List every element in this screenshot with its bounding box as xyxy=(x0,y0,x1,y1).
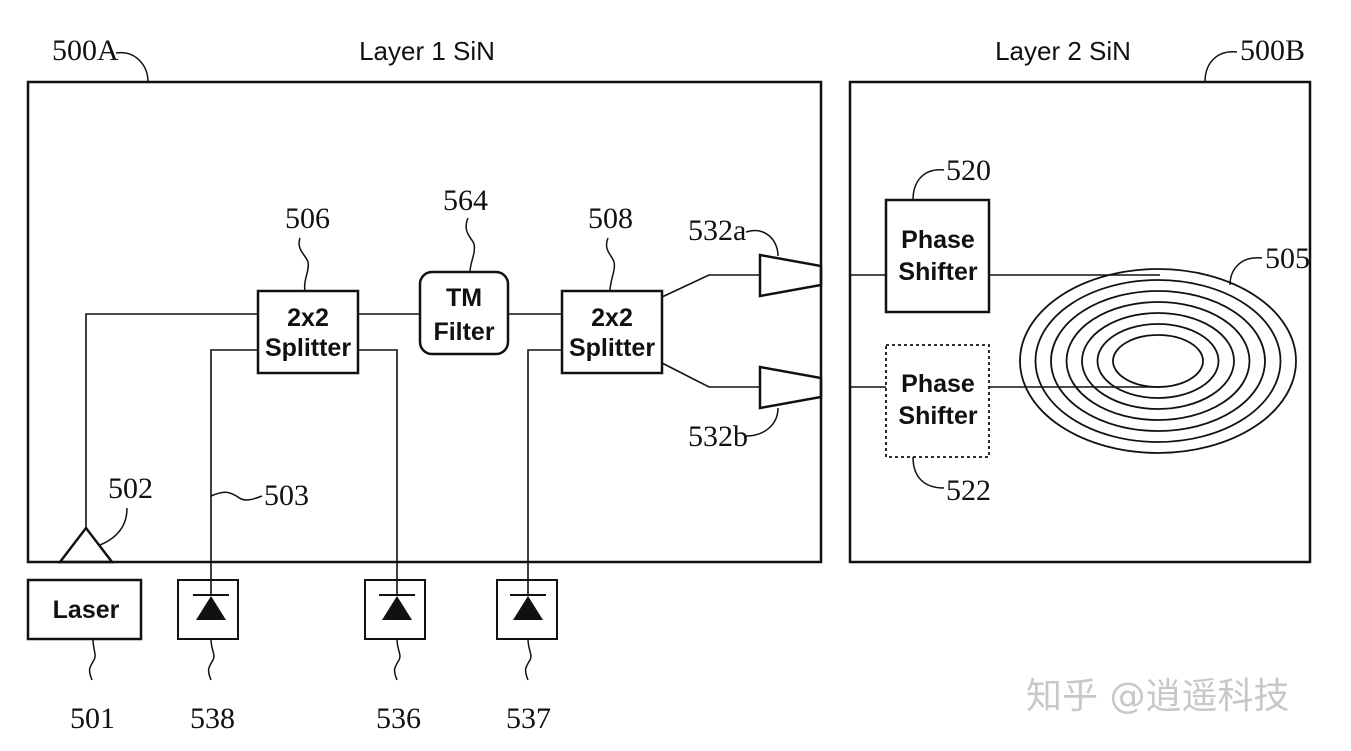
splitter2-leader xyxy=(605,237,616,292)
filter-leader xyxy=(465,217,476,273)
pd536-ref: 536 xyxy=(376,702,421,735)
taper-532a xyxy=(758,253,823,298)
waveguide-to-taper-a xyxy=(661,274,760,298)
coupler-leader xyxy=(99,507,128,546)
coil-turn xyxy=(1096,323,1220,399)
splitter-508: 2x2 Splitter xyxy=(560,289,664,375)
taper-a-ref: 532a xyxy=(688,214,746,247)
splitter1-ref: 506 xyxy=(285,202,330,235)
layer1-ref: 500A xyxy=(52,34,119,67)
laser-ref: 501 xyxy=(70,702,115,735)
coil-turn xyxy=(1112,334,1204,388)
ps2-ref: 522 xyxy=(946,474,991,507)
waveguide-to-537 xyxy=(527,349,562,562)
taper-a-leader xyxy=(745,229,779,257)
coil-turn xyxy=(1050,290,1266,432)
splitter2-label-line2: Splitter xyxy=(569,334,655,362)
tm-filter-564: TM Filter xyxy=(418,270,510,356)
pd536-leader xyxy=(393,638,401,681)
laser-leader xyxy=(88,638,96,681)
coil-turn xyxy=(1065,301,1251,421)
phase-shifter-522: Phase Shifter xyxy=(885,344,990,458)
waveguide-leader xyxy=(210,491,263,501)
pd538-ref: 538 xyxy=(190,702,235,735)
splitter-506: 2x2 Splitter xyxy=(256,289,360,375)
ps1-label-line1: Phase xyxy=(901,226,975,254)
laser-501: Laser xyxy=(26,578,143,641)
ps2-label-line1: Phase xyxy=(901,370,975,398)
layer2-title: Layer 2 SiN xyxy=(995,36,1131,66)
taper-b-leader xyxy=(745,407,779,437)
diode-icon xyxy=(196,596,226,620)
taper-b-ref: 532b xyxy=(688,420,748,453)
watermark: 知乎 @逍遥科技 xyxy=(1026,676,1289,717)
layer2-box xyxy=(848,80,1312,564)
filter-label-line1: TM xyxy=(446,284,482,312)
waveguide-to-taper-b xyxy=(661,362,760,388)
laser-label: Laser xyxy=(53,596,120,624)
waveguide-to-536 xyxy=(358,349,398,562)
phase-shifter-520: Phase Shifter xyxy=(884,198,991,314)
ps1-ref: 520 xyxy=(946,154,991,187)
coil-ref: 505 xyxy=(1265,242,1310,275)
pd538-leader xyxy=(207,638,215,681)
waveguide-ref: 503 xyxy=(264,479,309,512)
splitter2-ref: 508 xyxy=(588,202,633,235)
grating-coupler xyxy=(57,525,115,564)
layer2-ref: 500B xyxy=(1240,34,1305,67)
photodetector-538 xyxy=(177,562,239,640)
ps1-label-line2: Shifter xyxy=(898,258,977,286)
filter-label-line2: Filter xyxy=(433,318,494,346)
layer1-leader xyxy=(115,51,149,83)
layer1-title: Layer 1 SiN xyxy=(359,36,495,66)
photodetector-536 xyxy=(364,562,426,640)
coil-turn xyxy=(1034,279,1282,443)
ps2-label-line2: Shifter xyxy=(898,402,977,430)
photodetector-537 xyxy=(496,562,558,640)
layer1-box xyxy=(26,80,823,564)
ps2-leader xyxy=(912,456,945,489)
diode-icon xyxy=(382,596,412,620)
coil-leader xyxy=(1229,257,1263,286)
filter-ref: 564 xyxy=(443,184,488,217)
spiral-coil-505 xyxy=(1019,268,1297,454)
splitter2-label-line1: 2x2 xyxy=(591,304,633,332)
splitter1-label-line1: 2x2 xyxy=(287,304,329,332)
ps1-leader xyxy=(912,169,945,201)
coupler-ref: 502 xyxy=(108,472,153,505)
coil-turn xyxy=(1081,312,1235,410)
waveguide-input xyxy=(85,313,258,530)
taper-532b xyxy=(758,365,823,410)
layer2-leader xyxy=(1204,51,1238,83)
pd537-ref: 537 xyxy=(506,702,551,735)
waveguide-503 xyxy=(210,349,258,562)
splitter1-leader xyxy=(298,237,310,292)
splitter1-label-line2: Splitter xyxy=(265,334,351,362)
coil-turn xyxy=(1019,268,1297,454)
diode-icon xyxy=(513,596,543,620)
pd537-leader xyxy=(524,638,532,681)
